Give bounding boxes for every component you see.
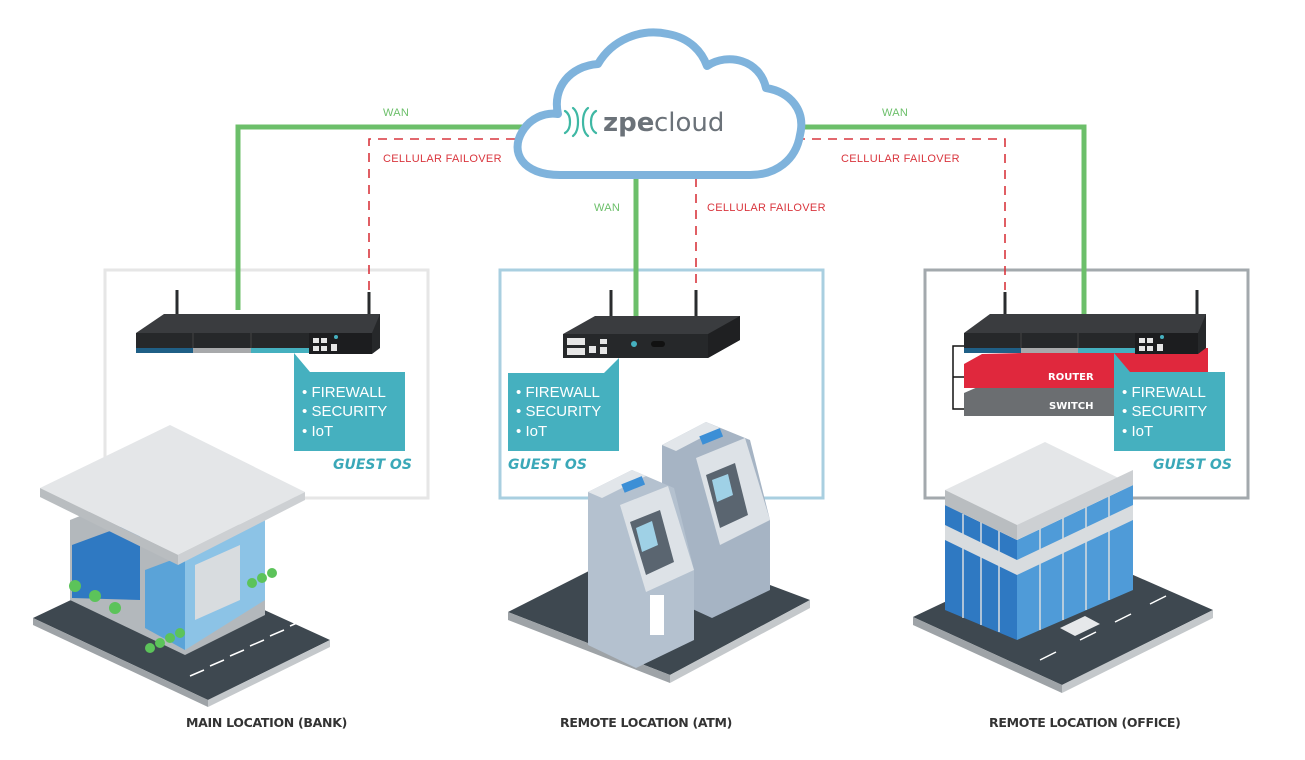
zpe-cloud: zpe cloud	[513, 28, 806, 179]
brand-zpe: zpe	[603, 108, 654, 138]
zpe-logo-icon	[563, 106, 598, 138]
failover-label-office: CELLULAR FAILOVER	[841, 153, 960, 165]
compact-appliance-atm	[563, 290, 740, 358]
office-device-stack: SWITCH ROUTER	[952, 290, 1208, 416]
router-label: ROUTER	[1048, 372, 1094, 383]
feature-item: • FIREWALL	[1122, 384, 1206, 401]
location-label-office: REMOTE LOCATION (OFFICE)	[989, 715, 1181, 730]
wan-link-bank	[235, 124, 530, 310]
guest-os-callout-bank: • FIREWALL • SECURITY • IoT GUEST OS	[294, 353, 412, 473]
rack-appliance-bank	[136, 290, 380, 354]
feature-item: • FIREWALL	[302, 384, 386, 401]
guest-os-callout-atm: • FIREWALL • SECURITY • IoT GUEST OS	[508, 358, 619, 473]
office-building-illustration	[913, 442, 1213, 693]
guest-os-label: GUEST OS	[508, 457, 587, 473]
wan-label-atm: WAN	[594, 202, 620, 214]
wan-label-bank: WAN	[383, 107, 409, 119]
failover-link-office	[780, 138, 1006, 290]
guest-os-label: GUEST OS	[333, 457, 412, 473]
failover-label-bank: CELLULAR FAILOVER	[383, 153, 502, 165]
feature-item: • SECURITY	[1122, 403, 1207, 420]
location-label-bank: MAIN LOCATION (BANK)	[186, 715, 347, 730]
atm-illustration	[508, 422, 810, 683]
feature-item: • IoT	[516, 423, 547, 440]
feature-item: • FIREWALL	[516, 384, 600, 401]
atm-sign-icon	[621, 476, 646, 493]
guest-os-label: GUEST OS	[1153, 457, 1232, 473]
wan-label-office: WAN	[882, 107, 908, 119]
failover-link-bank	[368, 138, 525, 290]
switch-label: SWITCH	[1049, 401, 1093, 412]
feature-item: • IoT	[302, 423, 333, 440]
bank-building-illustration	[33, 425, 330, 707]
cloud-shape	[513, 28, 806, 179]
location-label-atm: REMOTE LOCATION (ATM)	[560, 715, 732, 730]
brand-cloud: cloud	[654, 108, 724, 138]
guest-os-callout-office: • FIREWALL • SECURITY • IoT GUEST OS	[1114, 353, 1232, 473]
feature-item: • SECURITY	[302, 403, 387, 420]
wan-link-office	[775, 124, 1087, 318]
failover-label-atm: CELLULAR FAILOVER	[707, 202, 826, 214]
feature-item: • IoT	[1122, 423, 1153, 440]
feature-item: • SECURITY	[516, 403, 601, 420]
atm-sign-icon	[699, 428, 724, 445]
